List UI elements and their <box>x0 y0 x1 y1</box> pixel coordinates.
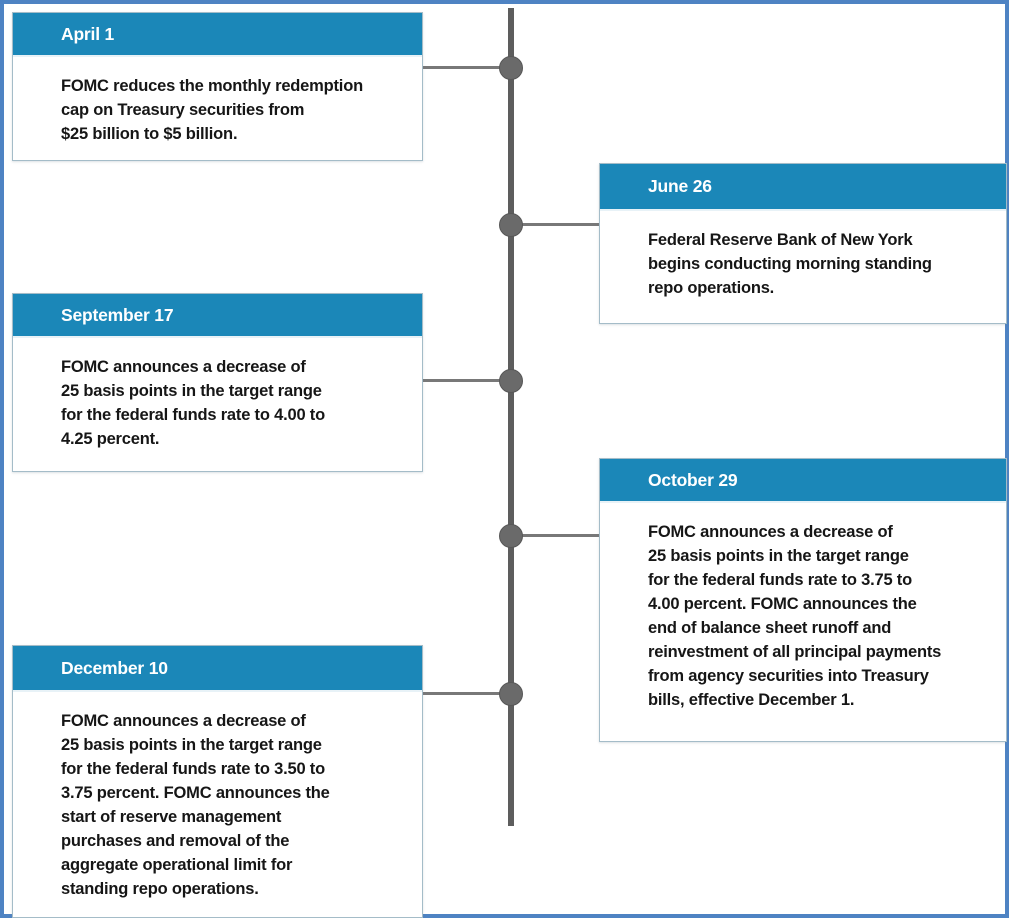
timeline-node-september <box>499 369 523 393</box>
event-box-june-26: June 26 Federal Reserve Bank of New York… <box>599 163 1007 324</box>
event-box-september-17: September 17 FOMC announces a decrease o… <box>12 293 423 472</box>
event-date-label: December 10 <box>61 657 168 678</box>
event-date-label: June 26 <box>648 176 712 196</box>
event-date-label: April 1 <box>61 23 115 44</box>
connector-line-december <box>423 692 505 695</box>
event-date-label: October 29 <box>648 469 738 490</box>
event-box-april-1: April 1 FOMC reduces the monthly redempt… <box>12 12 423 161</box>
timeline-axis <box>508 8 514 826</box>
event-date-label: September 17 <box>61 304 174 325</box>
timeline-node-april <box>499 56 523 80</box>
event-date-header: April 1 <box>13 13 422 57</box>
event-body-text: FOMC announces a decrease of 25 basis po… <box>61 712 330 898</box>
event-body-text: FOMC announces a decrease of 25 basis po… <box>61 358 325 448</box>
connector-line-april <box>423 66 505 69</box>
event-body-text: FOMC reduces the monthly redemption cap … <box>61 77 363 143</box>
event-date-header: June 26 <box>600 164 1006 211</box>
event-box-december-10: December 10 FOMC announces a decrease of… <box>12 645 423 918</box>
timeline-node-june <box>499 213 523 237</box>
event-date-header: September 17 <box>13 294 422 338</box>
event-body-text: FOMC announces a decrease of 25 basis po… <box>648 523 942 709</box>
event-box-october-29: October 29 FOMC announces a decrease of … <box>599 458 1007 742</box>
timeline-node-december <box>499 682 523 706</box>
event-body-text: Federal Reserve Bank of New York begins … <box>648 231 932 297</box>
connector-line-september <box>423 379 505 382</box>
connector-line-june <box>513 223 599 226</box>
connector-line-october <box>513 534 599 537</box>
event-date-header: October 29 <box>600 459 1006 503</box>
event-date-header: December 10 <box>13 646 422 692</box>
timeline-node-october <box>499 524 523 548</box>
